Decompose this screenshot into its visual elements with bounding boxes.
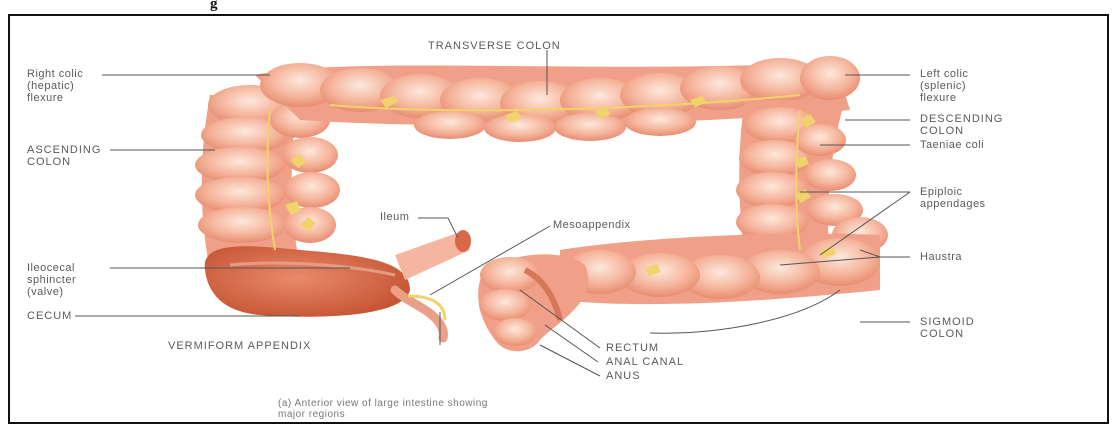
label-sigmoid-colon: SIGMOID COLON bbox=[920, 316, 975, 340]
label-left-colic-flexure: Left colic (splenic) flexure bbox=[920, 68, 968, 104]
label-anal-canal: ANAL CANAL bbox=[606, 356, 684, 368]
cecum-shape bbox=[205, 246, 410, 317]
figure-caption: (a) Anterior view of large intestine sho… bbox=[278, 398, 488, 420]
label-transverse-colon: TRANSVERSE COLON bbox=[428, 40, 561, 52]
label-ileocecal-sphincter: Ileocecal sphincter (valve) bbox=[27, 262, 76, 298]
label-ascending-colon: ASCENDING COLON bbox=[27, 144, 101, 168]
label-vermiform-appendix: VERMIFORM APPENDIX bbox=[168, 340, 311, 352]
label-right-colic-flexure: Right colic (hepatic) flexure bbox=[27, 68, 83, 104]
label-ileum: Ileum bbox=[380, 211, 409, 223]
label-taeniae-coli: Taeniae coli bbox=[920, 139, 984, 151]
rectum-shape bbox=[478, 254, 588, 351]
sigmoid-colon-shape bbox=[560, 234, 880, 304]
appendix-shape bbox=[395, 290, 445, 338]
label-epiploic-appendages: Epiploic appendages bbox=[920, 186, 986, 210]
ileum-shape bbox=[395, 230, 471, 280]
label-anus: ANUS bbox=[606, 370, 641, 382]
label-mesoappendix: Mesoappendix bbox=[553, 219, 631, 231]
label-haustra: Haustra bbox=[920, 251, 962, 263]
label-rectum: RECTUM bbox=[606, 342, 659, 354]
label-descending-colon: DESCENDING COLON bbox=[920, 113, 1003, 137]
label-cecum: CECUM bbox=[27, 310, 72, 322]
